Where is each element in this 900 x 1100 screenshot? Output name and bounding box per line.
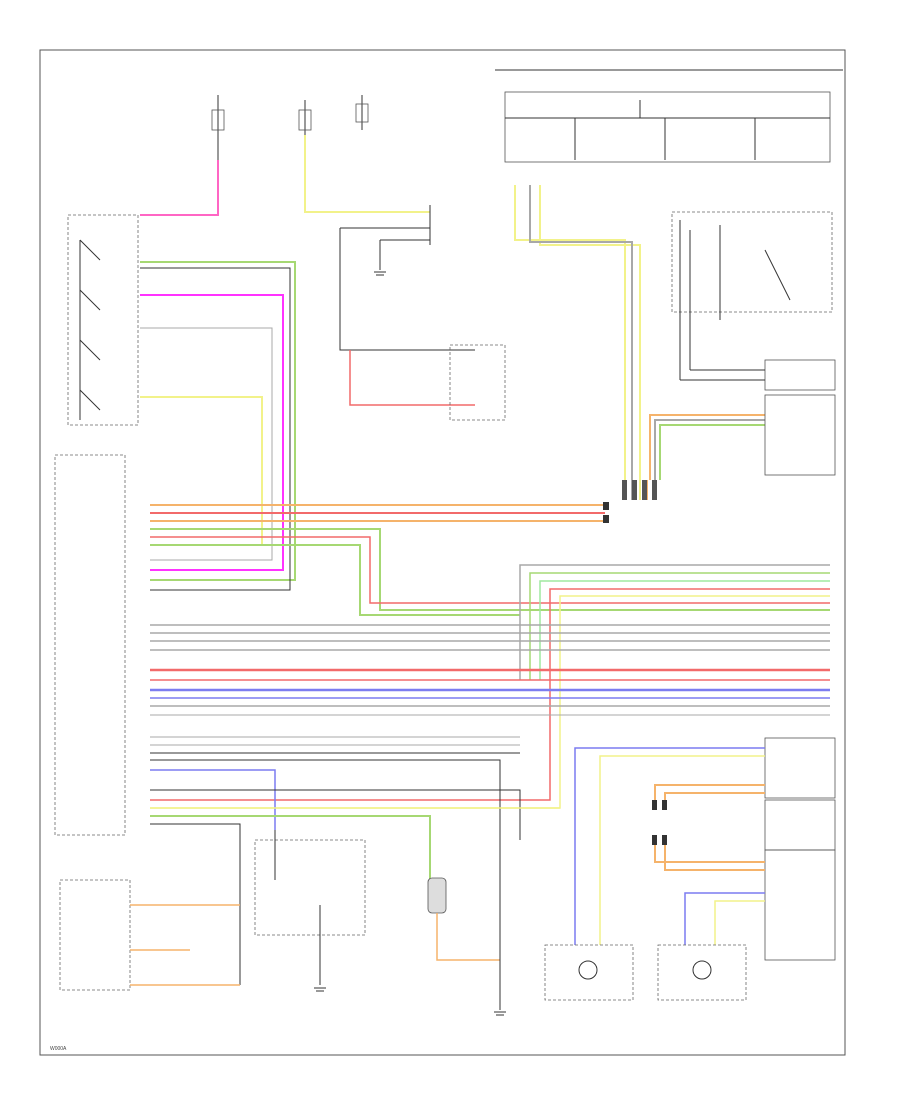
left-lamp-box: [59, 879, 131, 991]
center-lamps: [427, 830, 506, 1016]
pink-wire-feed: [140, 160, 219, 216]
upper-right-component: [671, 211, 836, 391]
fuse-icon: [355, 103, 369, 123]
fuse-icon: [298, 109, 312, 131]
horizontal-wire-bus: [150, 504, 830, 985]
instrument-cluster-box: [504, 91, 831, 163]
magenta-wire-switch: [140, 294, 284, 571]
connector-block: [603, 480, 657, 523]
motor-box-right: [657, 944, 747, 1001]
backup-lamp-circuit: [254, 830, 366, 992]
backup-lamp-box: [254, 839, 366, 936]
instrument-cluster: [495, 69, 843, 163]
motor-units: [544, 944, 747, 1001]
diagram-frame: [39, 49, 846, 1056]
fuse-icon: [211, 109, 225, 131]
top-fuse-section: [211, 95, 369, 160]
central-module-box: [54, 454, 126, 836]
central-electronics-module: [54, 454, 126, 836]
green-wire-switch: [140, 261, 296, 581]
motor-box-left: [544, 944, 634, 1001]
module-box: [449, 344, 506, 421]
yellow-wire-feed: [304, 135, 430, 213]
red-wire-short: [349, 350, 475, 406]
right-orange-green-pair: [649, 394, 836, 480]
right-lower-modules: [574, 737, 836, 961]
footer-code: W000A: [50, 1046, 67, 1052]
top-center-yellow-lines: [514, 185, 648, 500]
yellow-wire-switch: [140, 396, 263, 546]
light-switch: [67, 214, 139, 426]
light-switch-box: [67, 214, 139, 426]
left-headlamp-assembly: [59, 879, 240, 991]
